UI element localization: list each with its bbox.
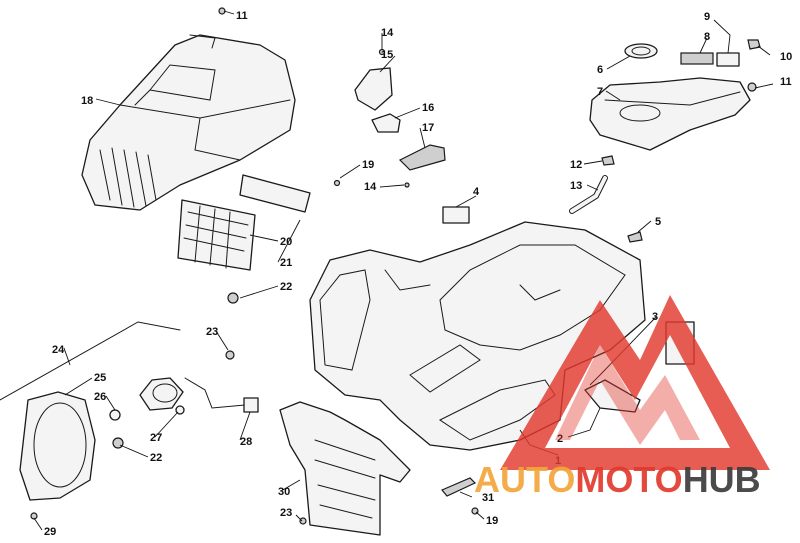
callout-3: 3 (652, 311, 658, 323)
callout-4: 4 (473, 186, 480, 198)
nut-part (747, 39, 761, 50)
callout-25: 25 (94, 372, 106, 384)
callout-18: 18 (81, 95, 93, 107)
watermark-triangle (500, 295, 770, 470)
watermark-middle: MOTO (575, 459, 682, 500)
callout-13: 13 (570, 180, 582, 192)
callout-30: 30 (278, 486, 290, 498)
callout-23-bottom: 23 (280, 507, 292, 519)
front-cover-part (81, 34, 296, 211)
callout-28: 28 (240, 436, 252, 448)
callout-24: 24 (52, 344, 65, 356)
callout-10: 10 (780, 51, 792, 63)
callout-14-top: 14 (381, 27, 394, 39)
decal-part-9 (716, 52, 740, 67)
watermark-suffix: HUB (683, 459, 761, 500)
callout-17: 17 (422, 122, 434, 134)
headlight-assembly (0, 321, 259, 501)
leader-lines (33, 10, 774, 531)
decal-part-4 (442, 206, 470, 224)
callout-19-bottom: 19 (486, 515, 498, 527)
callout-20: 20 (280, 236, 292, 248)
callout-12: 12 (570, 159, 582, 171)
strip-part (441, 477, 477, 497)
callout-16: 16 (422, 102, 434, 114)
rear-tray-part (589, 77, 751, 151)
callout-11-top: 11 (236, 10, 248, 22)
pad-part-16 (371, 113, 401, 133)
watermark-inner-mark (555, 345, 700, 445)
callout-11-right: 11 (780, 76, 792, 88)
footrest-part-17 (398, 144, 446, 171)
watermark-prefix: AUTO (474, 459, 575, 500)
cover-part-15 (354, 67, 393, 111)
clip-part (601, 155, 615, 166)
callout-15: 15 (381, 49, 393, 61)
callout-19-top: 19 (362, 159, 374, 171)
callout-5: 5 (655, 216, 661, 228)
callout-31: 31 (482, 492, 494, 504)
watermark (500, 295, 770, 470)
callout-2: 2 (557, 433, 563, 445)
callout-26: 26 (94, 391, 106, 403)
front-bumper-part (279, 401, 411, 536)
callout-22-top: 22 (280, 281, 292, 293)
callout-7: 7 (597, 86, 603, 98)
callout-23-top: 23 (206, 326, 218, 338)
ring-part (624, 43, 658, 59)
callout-8: 8 (704, 31, 710, 43)
grille-part (177, 199, 256, 271)
callout-labels: 1 2 3 4 5 6 7 8 9 10 11 11 12 13 14 14 1… (44, 10, 792, 538)
callout-22-left: 22 (150, 452, 162, 464)
callout-21: 21 (280, 257, 292, 269)
callout-9: 9 (704, 11, 710, 23)
decal-part-8 (680, 52, 714, 65)
bracket-part (239, 174, 311, 213)
callout-6: 6 (597, 64, 603, 76)
callout-29: 29 (44, 526, 56, 538)
watermark-text: AUTOMOTOHUB (474, 459, 761, 500)
side-bracket-part (584, 379, 641, 413)
callout-27: 27 (150, 432, 162, 444)
callout-14-mid: 14 (364, 181, 377, 193)
fasteners (30, 7, 757, 525)
